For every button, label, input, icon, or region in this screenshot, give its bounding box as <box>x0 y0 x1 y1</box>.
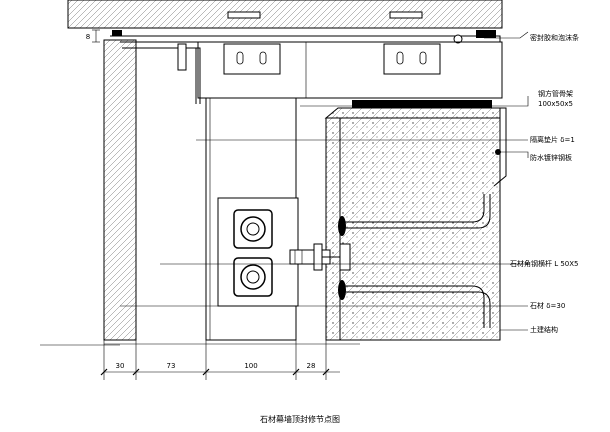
stone-top <box>352 100 492 108</box>
hanger-plate-left <box>223 43 281 75</box>
label-stone: 石材 δ=30 <box>530 301 565 310</box>
drawing-caption: 石材幕墙顶封修节点图 <box>260 414 340 424</box>
anchor-hook-upper <box>345 194 491 229</box>
left-wall <box>103 39 137 341</box>
label-sealant: 密封胶和泡沫条 <box>530 33 579 42</box>
stone-cladding <box>325 117 341 341</box>
waterproof-plate <box>493 107 507 187</box>
top-flashing <box>110 35 501 43</box>
through-bolt <box>289 243 351 271</box>
label-waterproof-plate: 防水镀锌钢板 <box>530 153 572 162</box>
anchor-hook-lower <box>345 291 491 328</box>
concrete-structure <box>337 117 501 341</box>
label-angle-bracket: 石材角钢横杆 L 50X5 <box>510 259 579 268</box>
lower-bolt <box>233 257 273 297</box>
top-angle <box>122 47 201 54</box>
dim-100: 100 <box>244 362 257 370</box>
hanger-plate-right <box>383 43 441 75</box>
dim-28: 28 <box>307 362 316 370</box>
steel-frame-tube <box>197 41 503 99</box>
stone-corner <box>324 107 501 119</box>
label-steel-frame-size: 100x50x5 <box>538 100 573 108</box>
sealant-left <box>112 30 122 36</box>
top-bolt <box>177 43 187 71</box>
embed-plate-left <box>227 11 261 19</box>
label-isolation-gasket: 隔离垫片 δ=1 <box>530 135 575 144</box>
upper-bolt <box>233 209 273 249</box>
dim-30: 30 <box>116 362 125 370</box>
dim-73: 73 <box>167 362 176 370</box>
embed-plate-right <box>389 11 423 19</box>
label-structure: 土建结构 <box>530 325 558 334</box>
dim-left-small: 8 <box>86 33 90 41</box>
top-slab <box>67 0 503 29</box>
label-steel-frame: 钢方管骨架 <box>538 89 573 98</box>
dimension-chain: 30 73 100 28 <box>40 340 360 380</box>
sealant-right <box>476 30 496 38</box>
